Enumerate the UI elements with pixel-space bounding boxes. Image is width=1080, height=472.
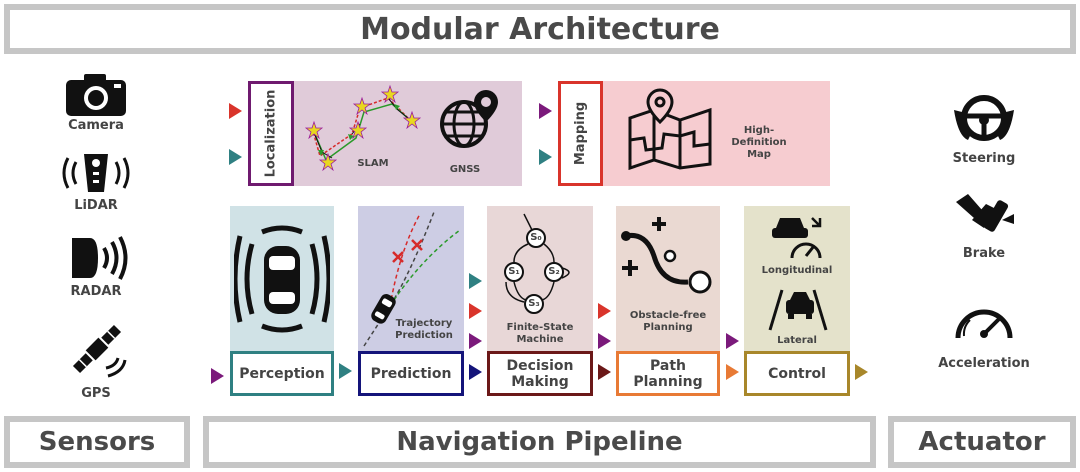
diagram-title: Modular Architecture: [360, 11, 720, 47]
speedometer-icon: [955, 309, 1013, 339]
perception-label: Perception: [239, 365, 325, 382]
arrow-teal-mapping: [539, 149, 552, 165]
lidar-icon: [62, 154, 130, 192]
mapping-label: Mapping: [573, 101, 588, 166]
actuator-banner: Actuator: [888, 416, 1076, 468]
pipeline-banner: Navigation Pipeline: [203, 416, 876, 468]
lateral-label: Lateral: [777, 335, 817, 346]
pipeline-heading: Navigation Pipeline: [396, 427, 683, 457]
sensor-label-lidar: LiDAR: [74, 198, 118, 213]
gnss-label: GNSS: [449, 164, 481, 175]
longitudinal-label: Longitudinal: [761, 265, 833, 276]
sensors-heading: Sensors: [38, 427, 156, 457]
actuator-label-acceleration: Acceleration: [938, 356, 1030, 371]
title-banner: Modular Architecture: [4, 4, 1076, 54]
actuator-label-brake: Brake: [962, 246, 1006, 261]
fsm-diagram-icon: [504, 213, 570, 314]
brake-pedal-icon: [956, 194, 1014, 232]
actuator-heading: Actuator: [918, 427, 1046, 457]
sensors-banner: Sensors: [4, 416, 190, 468]
arrow-teal-decision: [469, 273, 482, 289]
planning-box: Path Planning: [616, 351, 720, 396]
arrow-purple-control: [726, 333, 739, 349]
control-box: Control: [744, 351, 850, 396]
arrow-gold-actuator: [855, 364, 868, 380]
fsm-state-s0: S₀: [530, 232, 542, 243]
sensor-label-gps: GPS: [81, 386, 111, 401]
sensor-label-radar: RADAR: [70, 284, 122, 299]
fsm-state-s1: S₁: [508, 266, 520, 277]
slam-graph-icon: [304, 84, 422, 172]
localization-label: Localization: [263, 89, 279, 178]
arrow-teal-prediction: [339, 363, 352, 379]
satellite-icon: [72, 324, 127, 378]
fsm-state-s3: S₃: [528, 298, 540, 309]
radar-icon: [72, 236, 128, 280]
arrow-teal-localization: [229, 149, 242, 165]
steering-wheel-icon: [954, 95, 1014, 141]
arrow-purple-decision: [469, 333, 482, 349]
planning-label: Path Planning: [633, 357, 703, 390]
hd-map-label: High-Definition Map: [731, 125, 787, 160]
map-icon: [628, 88, 712, 170]
car-sensing-icon: [234, 225, 330, 333]
planning-caption: Obstacle-free Planning: [629, 310, 707, 333]
arrow-purple-mapping: [539, 103, 552, 119]
prediction-caption: Trajectory Prediction: [395, 318, 453, 341]
arrow-navy-decision: [469, 364, 482, 380]
slam-label: SLAM: [357, 158, 389, 169]
mapping-box: Mapping: [558, 81, 603, 186]
localization-box: Localization: [248, 81, 294, 186]
gnss-globe-icon: [440, 90, 498, 148]
fsm-caption: Finite-State Machine: [506, 322, 574, 345]
decision-box: Decision Making: [487, 351, 593, 396]
lateral-icon: [768, 289, 828, 331]
arrow-red-localization: [229, 103, 242, 119]
actuator-label-steering: Steering: [952, 151, 1016, 166]
camera-icon: [66, 74, 126, 116]
arrow-purple-perception: [211, 368, 224, 384]
prediction-label: Prediction: [370, 365, 452, 382]
longitudinal-icon: [772, 217, 822, 259]
arrow-purple-planning: [598, 333, 611, 349]
trajectory-icon: [363, 211, 461, 347]
prediction-box: Prediction: [358, 351, 464, 396]
perception-box: Perception: [230, 351, 334, 396]
sensor-label-camera: Camera: [68, 118, 124, 133]
arrow-maroon-planning: [598, 364, 611, 380]
decision-label: Decision Making: [506, 357, 574, 390]
fsm-state-s2: S₂: [548, 266, 560, 277]
arrow-orange-control: [726, 364, 739, 380]
arrow-red-planning: [598, 303, 611, 319]
obstacle-path-icon: [621, 217, 712, 294]
control-label: Control: [768, 365, 826, 382]
arrow-red-decision: [469, 303, 482, 319]
